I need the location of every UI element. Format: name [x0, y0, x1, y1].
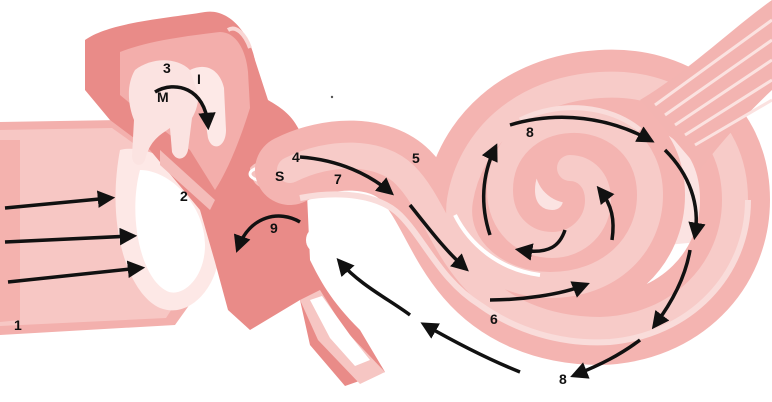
- stray-dot: [331, 96, 333, 98]
- round-window: [306, 228, 326, 252]
- label-1: 1: [14, 317, 22, 333]
- label-3: 3: [163, 60, 171, 76]
- return-arrow: [340, 262, 410, 315]
- label-9: 9: [270, 220, 278, 236]
- label-m: M: [157, 89, 169, 105]
- label-2: 2: [180, 188, 188, 204]
- label-5: 5: [412, 150, 420, 166]
- label-8-bottom: 8: [559, 371, 567, 387]
- label-8-top: 8: [526, 124, 534, 140]
- label-i: I: [197, 71, 201, 87]
- label-4: 4: [292, 149, 300, 165]
- label-s: S: [275, 168, 284, 184]
- label-7: 7: [334, 171, 342, 187]
- label-6: 6: [490, 311, 498, 327]
